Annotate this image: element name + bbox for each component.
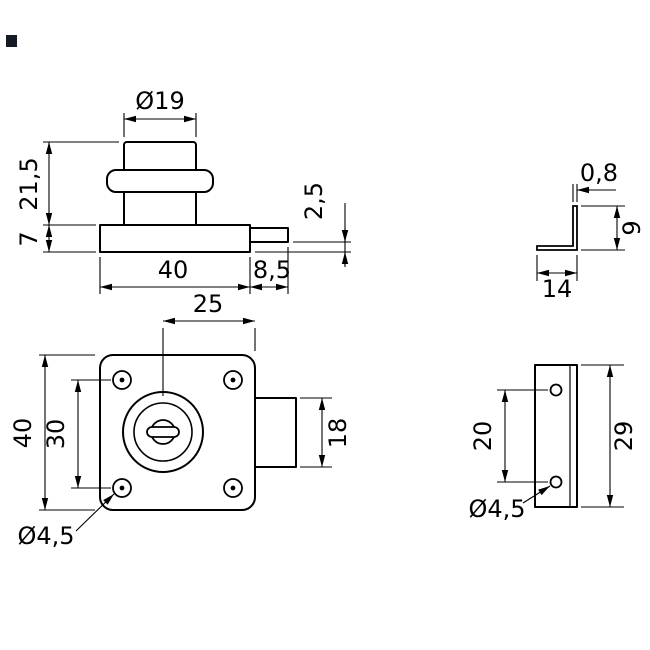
dim-label-bolt-bottom-offset: 2,5 bbox=[300, 182, 328, 220]
dim-bolt-height: 18 bbox=[300, 397, 352, 468]
strike-side-view: 0,8 9 14 bbox=[536, 159, 646, 303]
strike-front-view: 20 29 Ø4,5 bbox=[468, 364, 638, 523]
dim-bolt-bottom-offset: 2,5 bbox=[255, 182, 351, 267]
dim-label-knob-diameter: Ø19 bbox=[135, 87, 184, 115]
dim-strike-hole-diameter: Ø4,5 bbox=[468, 485, 551, 523]
dim-label-bolt-extension: 8,5 bbox=[253, 256, 291, 284]
dim-knob-diameter: Ø19 bbox=[123, 87, 197, 137]
dim-height-above-base: 21,5 bbox=[15, 141, 119, 226]
screw-hole-center-dot bbox=[119, 485, 125, 491]
dim-label-screw-hole-spacing: 30 bbox=[42, 419, 70, 450]
strike-hole-bottom bbox=[549, 475, 563, 489]
dim-label-strike-width: 14 bbox=[542, 275, 573, 303]
dim-bolt-extension: 8,5 bbox=[250, 247, 291, 294]
strike-angle-outline bbox=[536, 205, 578, 251]
dim-label-strike-height: 29 bbox=[610, 421, 638, 452]
dim-label-strike-thickness: 0,8 bbox=[580, 159, 618, 187]
screw-hole-center-dot bbox=[230, 377, 236, 383]
dim-label-height-above-base: 21,5 bbox=[15, 157, 43, 210]
dim-strike-height: 29 bbox=[581, 364, 638, 508]
strike-hole-top bbox=[549, 383, 563, 397]
logo-mark bbox=[6, 35, 17, 47]
dim-label-body-size: 40 bbox=[9, 418, 37, 449]
dim-strike-hole-spacing: 20 bbox=[469, 389, 548, 483]
dim-label-base-width: 40 bbox=[158, 256, 189, 284]
dim-body-size: 40 bbox=[9, 354, 95, 511]
dim-label-base-thickness: 7 bbox=[15, 231, 43, 246]
bolt-front-outline bbox=[255, 397, 297, 468]
dim-label-strike-hole-diameter: Ø4,5 bbox=[468, 495, 525, 523]
lock-front-view: 25 40 30 18 Ø4,5 bbox=[9, 290, 352, 550]
dim-label-center-to-edge: 25 bbox=[193, 290, 224, 318]
dim-center-to-edge: 25 bbox=[162, 290, 256, 396]
screw-hole-center-dot bbox=[230, 485, 236, 491]
bolt-side-outline bbox=[250, 227, 289, 243]
dim-strike-width: 14 bbox=[536, 255, 578, 303]
dim-label-strike-hole-spacing: 20 bbox=[469, 421, 497, 452]
keyhole-slot bbox=[146, 426, 180, 438]
dim-screw-hole-diameter: Ø4,5 bbox=[17, 493, 115, 550]
knob-cap-outline bbox=[123, 141, 197, 173]
screw-hole-center-dot bbox=[119, 377, 125, 383]
cylinder-inner-circle bbox=[133, 402, 193, 462]
dim-strike-thickness: 0,8 bbox=[572, 159, 618, 202]
dim-label-bolt-height: 18 bbox=[324, 418, 352, 449]
base-plate-outline bbox=[99, 224, 251, 253]
knob-flange-outline bbox=[106, 169, 214, 193]
dim-label-screw-hole-diameter: Ø4,5 bbox=[17, 522, 74, 550]
dim-base-thickness: 7 bbox=[15, 225, 96, 253]
dim-label-strike-leg-height: 9 bbox=[618, 220, 646, 235]
dim-screw-hole-spacing: 30 bbox=[42, 379, 111, 489]
dim-strike-leg-height: 9 bbox=[581, 205, 646, 251]
lock-side-view: Ø19 21,5 7 40 8,5 bbox=[15, 87, 351, 294]
dim-base-width: 40 bbox=[99, 256, 251, 294]
